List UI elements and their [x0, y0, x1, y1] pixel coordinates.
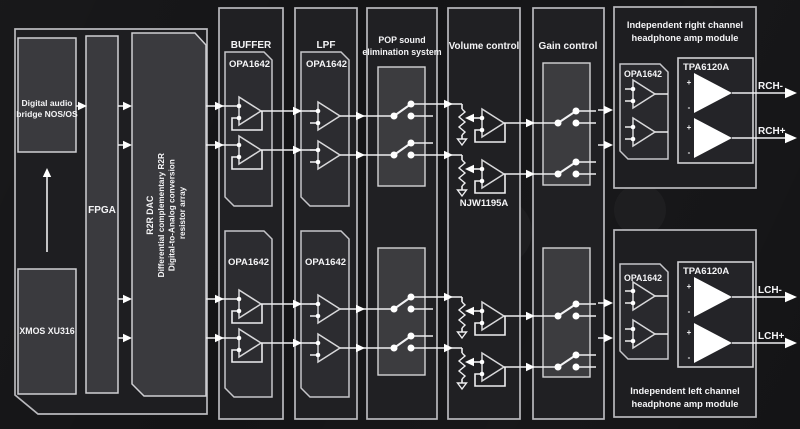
xmos-block [17, 268, 77, 395]
digital-audio-bridge-label-line2: bridge NOS/OS [16, 109, 78, 119]
pop-title-line2: elimination system [362, 47, 441, 57]
volume-title: Volume control [449, 41, 520, 52]
right-tpa-box [677, 57, 754, 164]
left-amp2-plus: + [687, 328, 692, 337]
digital-audio-bridge-block [17, 37, 77, 153]
right-module-title-line1: Independent right channel [627, 20, 743, 30]
r2r-label-line2: Differential complementary R2R [157, 153, 166, 277]
volume-control-column: Volume control NJW1195A [447, 7, 521, 420]
left-channel-module: OPA1642 TPA6120A + - + - LCH- LCH+ Indep… [613, 229, 797, 418]
left-tpa-chip: TPA6120A [683, 266, 729, 277]
r2r-dac-block [131, 32, 207, 397]
pop-switch-box-bottom [377, 247, 426, 376]
digital-source-section: Digital audio bridge NOS/OS XMOS XU316 F… [14, 28, 208, 415]
lpf-title: LPF [317, 40, 336, 51]
lpf-opa-box-bottom [300, 230, 350, 398]
left-amp1-plus: + [687, 282, 692, 291]
r2r-label-line1: R2R DAC [145, 195, 155, 235]
buffer-opa-box-bottom [224, 230, 273, 398]
rch-pos-label: RCH+ [758, 126, 786, 137]
right-module-title-line2: headphone amp module [632, 33, 739, 43]
digital-audio-bridge-label-line1: Digital audio [22, 98, 73, 108]
lch-pos-label: LCH+ [758, 331, 785, 342]
xmos-label: XMOS XU316 [19, 326, 74, 336]
fpga-block [85, 35, 119, 394]
pop-elimination-column: POP sound elimination system [362, 7, 442, 420]
pop-title-line1: POP sound [378, 35, 425, 45]
right-amp1-plus: + [687, 78, 692, 87]
left-amp2-minus: - [688, 353, 691, 362]
r2r-label-line4: resistor array [178, 186, 187, 239]
left-module-title-line2: headphone amp module [632, 399, 739, 409]
left-opa-box [619, 263, 669, 360]
lpf-opa-chip-bottom: OPA1642 [305, 257, 346, 268]
lpf-opa-chip-top: OPA1642 [306, 59, 347, 70]
right-channel-module: Independent right channel headphone amp … [613, 6, 797, 189]
lch-neg-label: LCH- [758, 285, 782, 296]
left-opa-chip: OPA1642 [624, 273, 662, 283]
gain-switch-box-bottom [542, 247, 591, 378]
fpga-label: FPGA [88, 205, 116, 216]
left-module-title-line1: Independent left channel [630, 386, 740, 396]
r2r-dac-label: R2R DAC Differential complementary R2R D… [140, 149, 187, 278]
lpf-opa-box-top [300, 51, 350, 207]
buffer-opa-chip-bottom: OPA1642 [228, 257, 269, 268]
buffer-opa-box-top [224, 51, 273, 207]
pop-switch-box-top [377, 66, 426, 187]
right-amp2-plus: + [687, 123, 692, 132]
buffer-title: BUFFER [231, 40, 272, 51]
right-amp1-minus: - [688, 103, 691, 112]
lpf-column: LPF OPA1642 OPA1642 [294, 7, 358, 420]
r2r-label-line3: Digital-to-Analog conversion [168, 159, 177, 271]
rch-neg-label: RCH- [758, 81, 783, 92]
right-opa-chip: OPA1642 [624, 69, 662, 79]
buffer-opa-chip-top: OPA1642 [229, 59, 270, 70]
buffer-column: BUFFER OPA1642 OPA1642 [218, 7, 284, 420]
right-tpa-chip: TPA6120A [683, 62, 729, 73]
volume-chip-label: NJW1195A [460, 198, 509, 209]
gain-control-column: Gain control [532, 7, 605, 420]
right-amp2-minus: - [688, 148, 691, 157]
gain-title: Gain control [539, 41, 598, 52]
gain-switch-box-top [542, 62, 591, 186]
left-amp1-minus: - [688, 307, 691, 316]
